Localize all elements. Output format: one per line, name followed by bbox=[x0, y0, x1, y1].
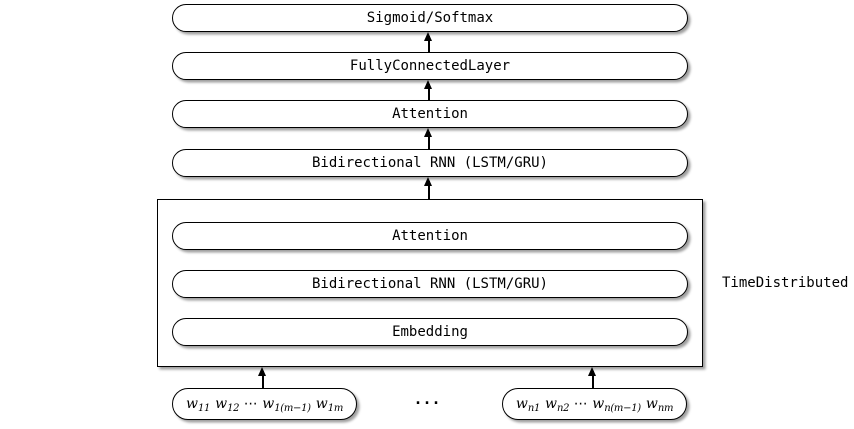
layer-label: Bidirectional RNN (LSTM/GRU) bbox=[311, 276, 548, 292]
layer-label: Sigmoid/Softmax bbox=[366, 10, 494, 26]
layer-box-embedding: Embedding bbox=[172, 318, 688, 346]
layer-box-sigmoid-softmax: Sigmoid/Softmax bbox=[172, 4, 688, 32]
word-token: w12 bbox=[215, 396, 240, 414]
word-token: wn2 bbox=[545, 396, 570, 414]
word-token: w1m bbox=[315, 396, 344, 414]
arrow-up-icon bbox=[423, 128, 434, 150]
cdots: ⋯ bbox=[243, 396, 258, 412]
word-token: w11 bbox=[185, 396, 211, 414]
layer-label: FullyConnectedLayer bbox=[349, 58, 511, 74]
arrow-up-icon bbox=[423, 80, 434, 101]
layer-label: Attention bbox=[392, 228, 468, 244]
layer-label: Embedding bbox=[392, 324, 468, 340]
layer-label: Bidirectional RNN (LSTM/GRU) bbox=[311, 155, 548, 171]
layer-box-inner-attention: Attention bbox=[172, 222, 688, 250]
layer-box-inner-bidirectional-rnn: Bidirectional RNN (LSTM/GRU) bbox=[172, 270, 688, 298]
time-distributed-label: TimeDistributed bbox=[722, 275, 849, 291]
word-token: wnm bbox=[645, 396, 674, 414]
layer-box-fully-connected: FullyConnectedLayer bbox=[172, 52, 688, 80]
cdots: ⋯ bbox=[573, 396, 588, 412]
arrow-up-icon bbox=[423, 177, 434, 200]
layer-box-bidirectional-rnn: Bidirectional RNN (LSTM/GRU) bbox=[172, 149, 688, 177]
word-token: wn1 bbox=[515, 396, 541, 414]
word-token: w1(m−1) bbox=[262, 396, 311, 414]
arrow-up-icon bbox=[257, 367, 268, 389]
layer-box-attention: Attention bbox=[172, 100, 688, 128]
word-token: wn(m−1) bbox=[592, 396, 641, 414]
layer-label: Attention bbox=[392, 106, 468, 122]
arrow-up-icon bbox=[423, 32, 434, 53]
input-box-left: w11 w12 ⋯ w1(m−1) w1m bbox=[172, 388, 357, 420]
ellipsis-between-inputs: ... bbox=[413, 390, 441, 408]
input-box-right: wn1 wn2 ⋯ wn(m−1) wnm bbox=[502, 388, 687, 420]
arrow-up-icon bbox=[587, 367, 598, 389]
